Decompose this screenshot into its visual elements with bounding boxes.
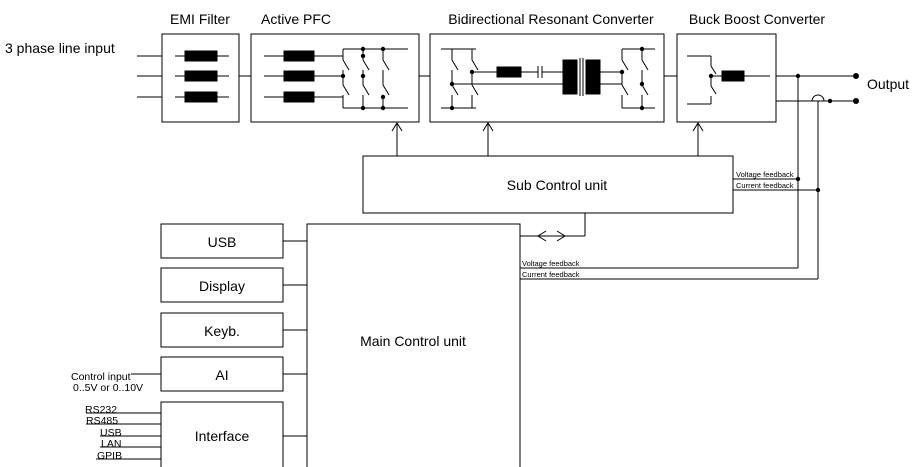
output-lines — [776, 73, 859, 104]
resonant-converter-title: Bidirectional Resonant Converter — [448, 11, 654, 27]
main-voltage-feedback-label: Voltage feedback — [522, 259, 580, 268]
active-pfc-title: Active PFC — [261, 11, 331, 27]
interface-label: Interface — [195, 428, 250, 444]
display-label: Display — [199, 278, 245, 294]
input-label: 3 phase line input — [5, 40, 115, 56]
control-input-label: Control input — [71, 371, 131, 383]
port-lan: LAN — [101, 438, 121, 450]
main-control-label: Main Control unit — [360, 333, 466, 349]
buck-boost-title: Buck Boost Converter — [689, 11, 826, 27]
port-rs485: RS485 — [86, 415, 118, 427]
emi-filter-title: EMI Filter — [170, 11, 230, 27]
sub-voltage-feedback-label: Voltage feedback — [736, 170, 794, 179]
interface-block: Interface — [160, 401, 307, 467]
sub-control-unit: Sub Control unit — [362, 155, 734, 214]
emi-filter-block — [161, 33, 240, 123]
sub-control-label: Sub Control unit — [507, 177, 608, 193]
sub-current-feedback-label: Current feedback — [736, 181, 794, 190]
interface-ports: RS232 RS485 USB LAN GPIB — [85, 404, 161, 462]
input-lines — [137, 55, 162, 98]
output-label: Output — [867, 76, 909, 92]
usb-block: USB — [160, 223, 307, 259]
keyboard-label: Keyb. — [204, 323, 240, 339]
active-pfc-block — [250, 33, 420, 123]
main-current-feedback-label: Current feedback — [522, 270, 580, 279]
display-block: Display — [160, 267, 307, 303]
resonant-converter-block — [429, 33, 665, 123]
buck-boost-block — [676, 33, 777, 123]
control-arrows — [391, 122, 704, 156]
main-control-unit: Main Control unit — [306, 223, 521, 467]
control-input-range: 0..5V or 0..10V — [73, 382, 143, 394]
sub-main-link — [520, 213, 586, 242]
keyboard-block: Keyb. — [160, 312, 307, 348]
feedback-wiring — [520, 76, 825, 280]
port-gpib: GPIB — [97, 450, 122, 462]
ai-block: AI — [131, 356, 307, 392]
usb-label: USB — [208, 234, 237, 250]
ai-label: AI — [215, 367, 228, 383]
